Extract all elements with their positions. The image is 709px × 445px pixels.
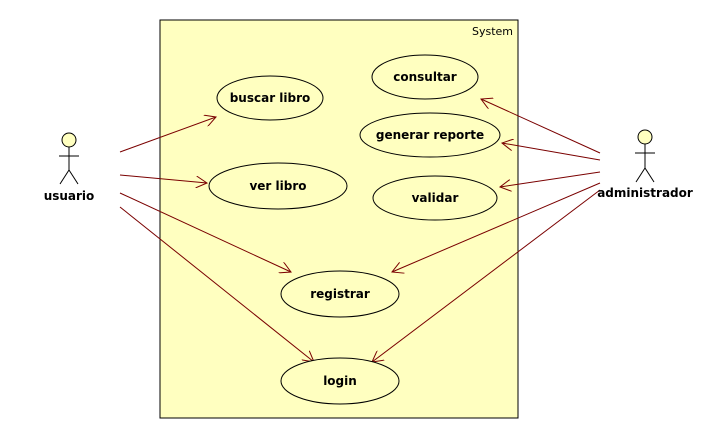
actor-label: usuario xyxy=(44,189,95,203)
use-case-label: buscar libro xyxy=(230,91,311,105)
use-case-label: registrar xyxy=(310,287,370,301)
use-case-ellipse[interactable] xyxy=(280,357,400,405)
use-case-consultar[interactable]: consultar xyxy=(371,54,479,100)
associations xyxy=(119,99,601,362)
association-usuario-registrar[interactable] xyxy=(119,192,291,272)
use-case-ellipse[interactable] xyxy=(371,54,479,100)
use-case-label: validar xyxy=(412,191,459,205)
association-administrador-login[interactable] xyxy=(372,189,601,362)
use-case-ellipse[interactable] xyxy=(216,75,324,121)
use-case-ellipse[interactable] xyxy=(208,162,348,210)
stick-figure-icon xyxy=(59,132,79,185)
use-case-label: login xyxy=(323,374,357,388)
stick-figure-icon xyxy=(635,129,655,183)
use-case-label: ver libro xyxy=(249,179,306,193)
association-administrador-consultar[interactable] xyxy=(481,99,601,154)
association-administrador-generar-reporte[interactable] xyxy=(502,143,601,161)
use-case-buscar-libro[interactable]: buscar libro xyxy=(216,75,324,121)
use-case-label: generar reporte xyxy=(376,128,484,142)
use-case-registrar[interactable]: registrar xyxy=(280,270,400,318)
system-label: System xyxy=(472,25,513,38)
association-usuario-login[interactable] xyxy=(119,206,314,362)
use-case-ver-libro[interactable]: ver libro xyxy=(208,162,348,210)
use-case-ellipse[interactable] xyxy=(280,270,400,318)
use-case-generar-reporte[interactable]: generar reporte xyxy=(359,112,501,158)
use-case-ellipse[interactable] xyxy=(372,175,498,221)
actor-usuario[interactable]: usuario xyxy=(44,132,95,203)
use-case-ellipse[interactable] xyxy=(359,112,501,158)
actor-label: administrador xyxy=(597,186,693,200)
actor-administrador[interactable]: administrador xyxy=(597,129,693,200)
association-administrador-registrar[interactable] xyxy=(392,182,601,272)
association-usuario-buscar-libro[interactable] xyxy=(119,117,216,153)
use-case-validar[interactable]: validar xyxy=(372,175,498,221)
association-usuario-ver-libro[interactable] xyxy=(119,174,207,183)
use-case-label: consultar xyxy=(393,70,457,84)
association-administrador-validar[interactable] xyxy=(500,171,601,187)
use-case-login[interactable]: login xyxy=(280,357,400,405)
